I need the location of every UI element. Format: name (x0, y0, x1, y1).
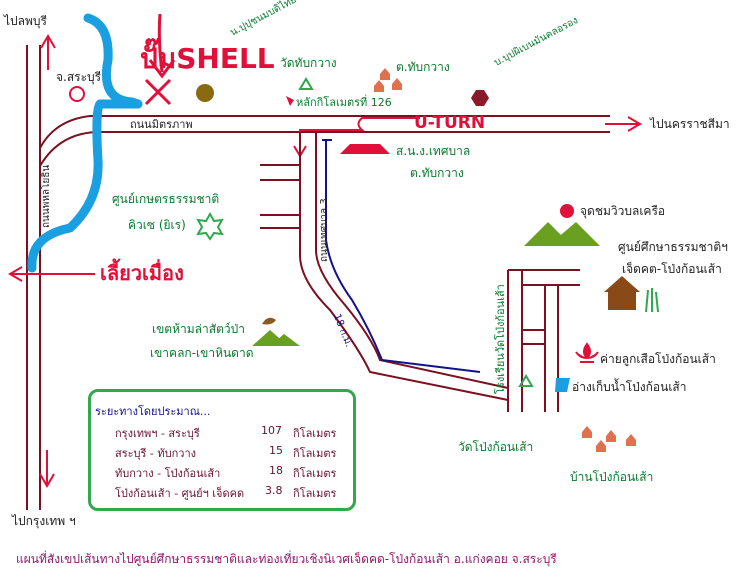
shell-x (144, 78, 172, 106)
label-scout: ค่ายลูกเสือโป่งก้อนเส้า (600, 352, 716, 366)
label-km126: หลักกิโลเมตรที่ 126 (296, 96, 392, 109)
wat-thap-kwang-icon (298, 77, 314, 90)
label-mittraphap: ถนนมิตรภาพ (130, 118, 193, 131)
turn-left-arrow (8, 266, 95, 282)
distance-box: ระยะทางโดยประมาณ... กรุงเทพฯ - สระบุรี 1… (88, 389, 356, 511)
distance-km-2: 15 (269, 444, 283, 457)
inner-blue-road (325, 140, 481, 373)
side-roads (260, 164, 300, 229)
houses-bottom-icon (582, 426, 636, 452)
label-to-lopburi: ไปลพบุรี (4, 14, 47, 28)
distance-unit-3: กิโลเมตร (293, 467, 337, 480)
arrow-right (605, 116, 642, 132)
shell-marker (196, 84, 214, 102)
distance-route-2: สระบุรี - ทับกวาง (115, 447, 197, 460)
label-to-korat: ไปนครราชสีมา (650, 117, 730, 131)
right-roads (507, 269, 580, 412)
label-wildlife-1: เขตห้ามล่าสัตว์ป่า (152, 322, 245, 336)
label-turn-left: เลี้ยวเมื่อง (100, 261, 184, 285)
houses-top-icon (374, 68, 402, 92)
distance-unit-2: กิโลเมตร (293, 447, 337, 460)
label-wat-pong: วัดโป่งก้อนเส้า (458, 440, 534, 454)
label-wat-thap-kwang: วัดทับกวาง (280, 56, 337, 70)
label-tambon-top: ต.ทับกวาง (396, 60, 450, 74)
label-reservoir: อ่างเก็บน้ำโป่งก้อนเส้า (572, 380, 687, 394)
hut-icon (604, 276, 659, 313)
distance-route-4: โป่งก้อนเส้า - ศูนย์ฯ เจ็ดคด (115, 487, 245, 500)
label-thesaban3: ถนนเทศบาล 3 (319, 198, 330, 262)
label-jetkot-1: ศูนย์ศึกษาธรรมชาติฯ (618, 240, 728, 254)
km-post-icon (286, 96, 294, 106)
label-phahon: ถนนพหลโยธิน (41, 164, 52, 228)
distance-km-3: 18 (269, 464, 283, 477)
label-municipal: ส.น.ง.เทศบาล (396, 144, 471, 158)
viewpoint-icon (560, 204, 574, 218)
saraburi-marker (69, 86, 85, 102)
label-shell: ปั๊มSHELL (140, 42, 275, 75)
center-sun-icon (196, 211, 224, 241)
arrow-down (39, 450, 55, 488)
arrow-up (40, 34, 56, 70)
phahon-road (26, 45, 41, 510)
distance-km-4: 3.8 (265, 484, 283, 497)
distance-route-1: กรุงเทพฯ - สระบุรี (115, 427, 200, 440)
distance-km-1: 107 (261, 424, 282, 437)
distance-title: ระยะทางโดยประมาณ... (95, 405, 211, 418)
wat-pong-icon (518, 374, 534, 387)
reservoir-icon (555, 378, 570, 392)
distance-unit-1: กิโลเมตร (293, 427, 337, 440)
mountain-icon (524, 222, 600, 246)
label-wildlife-2: เขาคลก-เขาหินดาด (150, 346, 254, 360)
scout-fleur-icon (575, 342, 599, 363)
footer-title: แผนที่สังเขปเส้นทางไปศูนย์ศึกษาธรรมชาติแ… (16, 552, 557, 566)
label-to-bangkok: ไปกรุงเทพ ฯ (12, 514, 76, 528)
label-tambon-mid: ต.ทับกวาง (410, 166, 464, 180)
distance-unit-4: กิโลเมตร (293, 487, 337, 500)
thesaban-road (299, 132, 509, 401)
shell-scribble-arrow (148, 13, 176, 79)
label-school: โรงเรียนวัดโป่งก้อนเส้า (494, 284, 507, 394)
label-jetkot-2: เจ็ดคต-โป่งก้อนเส้า (622, 262, 722, 276)
hexagon-icon (471, 90, 489, 106)
label-saraburi: จ.สระบุรี (56, 70, 102, 84)
label-ban-pong: บ้านโป่งก้อนเส้า (570, 470, 654, 484)
municipal-icon (340, 144, 390, 154)
label-center: ศูนย์เกษตรธรรมชาติ (112, 192, 220, 206)
distance-route-3: ทับกวาง - โป่งก้อนเส้า (115, 467, 221, 480)
label-viewpoint: จุดชมวิวบลเครือ (580, 204, 666, 218)
label-center-2: คิวเซ (ยิเร) (128, 218, 186, 232)
label-uturn: U-TURN (414, 113, 486, 133)
wildlife-mountain-icon (252, 317, 300, 346)
route-line (27, 13, 143, 273)
